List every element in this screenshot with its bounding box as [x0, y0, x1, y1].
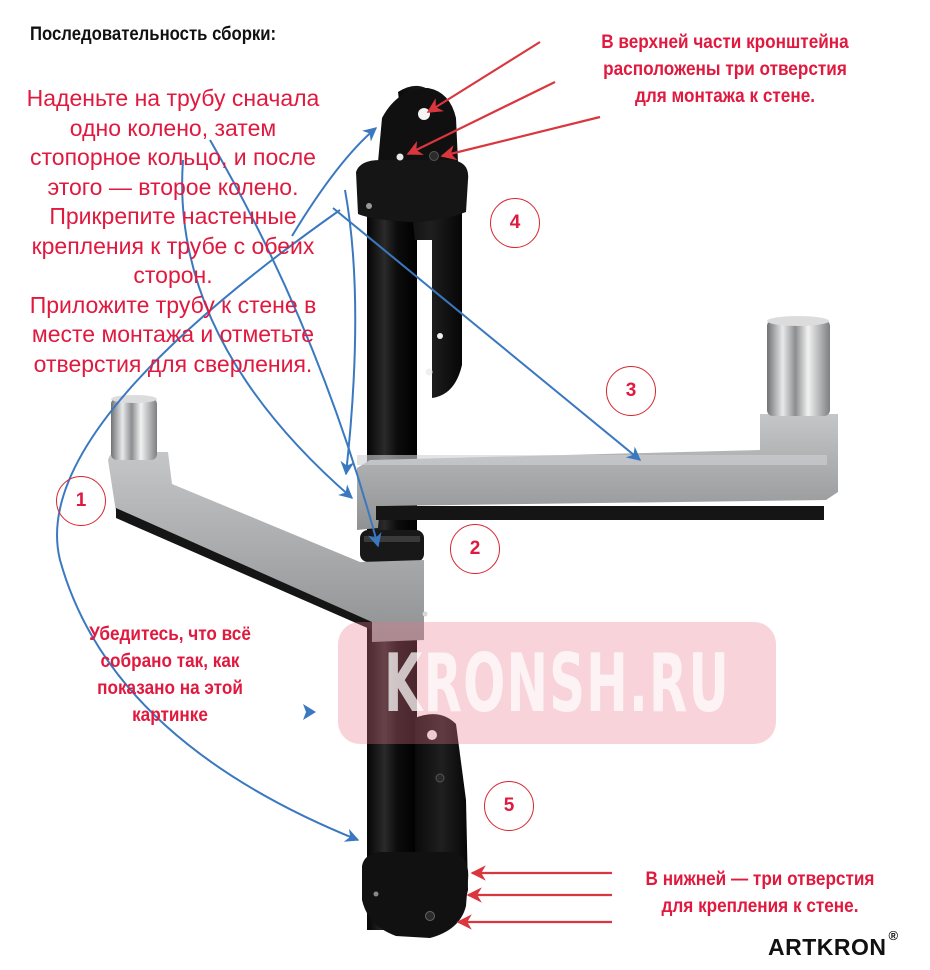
instruction-line: одно колено, затем: [69, 114, 277, 141]
note-line: В нижней — три отверстия: [645, 868, 875, 890]
note-line: для крепления к стене.: [661, 895, 859, 917]
note-line: собрано так, как: [100, 650, 240, 672]
note-line: расположены три отверстия: [603, 58, 847, 80]
top-holes-arrows: [406, 41, 601, 161]
page-title: Последовательность сборки:: [30, 24, 277, 45]
bottom-wall-mount: [362, 714, 469, 938]
bottom-holes-arrows: [456, 865, 612, 930]
upper-arm: [357, 316, 838, 530]
note-line: показано на этой: [97, 677, 243, 699]
top-wall-mount: [356, 85, 469, 398]
assembly-instructions: Наденьте на трубу сначала одно колено, з…: [6, 84, 340, 379]
small-blue-pointer-icon: [303, 704, 316, 720]
instruction-line: сторон.: [133, 262, 213, 288]
note-line: для монтажа к стене.: [634, 85, 816, 107]
brand-name: ARTKRON: [768, 934, 887, 960]
step-2-badge: 2: [450, 524, 500, 574]
step-4-badge: 4: [490, 198, 540, 248]
top-holes-note: В верхней части кронштейна расположены т…: [576, 29, 873, 110]
brand-logo: ARTKRON®: [768, 928, 899, 961]
instruction-line: этого — второе колено.: [47, 173, 299, 200]
instruction-line: Приложите трубу к стене в: [29, 291, 317, 318]
verify-assembly-note: Убедитесь, что всё собрано так, как пока…: [64, 621, 275, 729]
bottom-holes-note: В нижней — три отверстия для крепления к…: [628, 866, 892, 920]
step-1-badge: 1: [56, 476, 106, 526]
watermark-band: [338, 622, 776, 744]
assembly-flow-arrows: [56, 127, 642, 842]
registered-mark-icon: ®: [888, 928, 899, 944]
note-line: Убедитесь, что всё: [89, 623, 251, 645]
note-line: В верхней части кронштейна: [601, 31, 849, 53]
instruction-line: месте монтажа и отметьте: [31, 321, 315, 347]
note-line: картинке: [132, 704, 208, 726]
instruction-line: стопорное кольцо, и после: [30, 144, 316, 170]
instruction-line: крепления к трубе с обеих: [31, 232, 315, 259]
step-3-badge: 3: [606, 366, 656, 416]
instruction-line: Прикрепите настенные: [49, 203, 297, 229]
watermark-text: KRONSH.RU: [384, 636, 731, 730]
instruction-line: Наденьте на трубу сначала: [26, 85, 320, 111]
step-5-badge: 5: [484, 781, 534, 831]
instruction-line: отверстия для сверления.: [33, 350, 313, 377]
lower-arm: [108, 395, 428, 642]
